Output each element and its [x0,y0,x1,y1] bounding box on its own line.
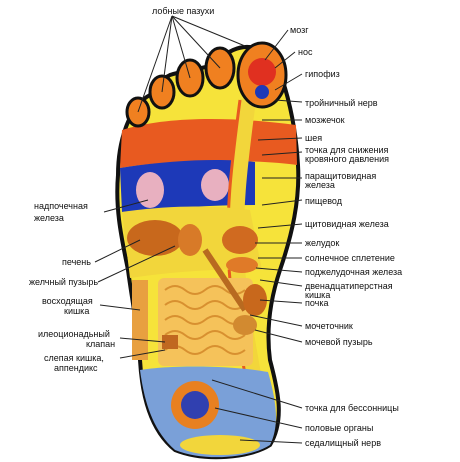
label-bp-point-2: кровяного давления [305,154,390,164]
label-trigeminal: тройничный нерв [305,98,378,108]
label-esophagus: пищевод [305,196,342,206]
genitals-inner [181,391,209,419]
label-adrenal-2: железа [34,213,64,223]
label-duodenum-1: двенадцатиперстная [305,281,393,291]
label-cecum-1: слепая кишка, [44,353,104,363]
label-duodenum-2: кишка [305,290,331,300]
label-ureter: мочеточник [305,321,353,331]
label-liver: печень [62,257,91,267]
label-kidney: почка [305,298,329,308]
lung-left [136,172,164,208]
intestine-coils [164,285,246,355]
stomach-organ [222,226,258,254]
pancreas-organ [226,257,258,273]
label-pancreas: поджелудочная железа [305,267,403,277]
label-parathyroid-2: железа [305,180,335,190]
label-pituitary: гипофиз [305,69,340,79]
label-nose: нос [298,47,313,57]
heel-base [180,435,260,455]
label-ileocecal-2: клапан [86,339,116,349]
ileocecal-valve [162,335,178,349]
label-gallbladder: желчный пузырь [29,277,99,287]
big-toe-pituitary [255,85,269,99]
big-toe-brain [248,58,276,86]
label-brain: мозг [290,25,309,35]
label-sciatic: седалищный нерв [305,438,381,448]
label-sinuses: лобные пазухи [152,6,215,16]
bladder-organ [233,315,257,335]
label-cecum-2: аппендикс [54,363,98,373]
intestine-zone [158,278,253,366]
label-parathyroid-1: паращитовидная [305,171,377,181]
kidney-organ [243,284,267,316]
label-bladder: мочевой пузырь [305,337,373,347]
label-stomach: желудок [305,238,340,248]
label-solar-plexus: солнечное сплетение [305,253,395,263]
label-bp-point-1: точка для снижения [305,145,389,155]
label-thyroid: щитовидная железа [305,219,389,229]
label-ileocecal-1: илеоционадьный [38,329,110,339]
liver-organ [127,220,183,256]
gallbladder-organ [178,224,202,256]
lung-right [201,169,229,201]
label-genitals: половые органы [305,423,374,433]
label-ascending-2: кишка [64,306,90,316]
label-cerebellum: мозжечок [305,115,345,125]
label-ascending-1: восходящая [42,296,93,306]
upper-sole-band [120,118,297,168]
label-neck: шея [305,133,323,143]
ureter-tube [202,248,248,312]
leader-lines [94,15,303,444]
label-insomnia: точка для бессонницы [305,403,399,413]
label-adrenal-1: надпочечная [34,201,88,211]
